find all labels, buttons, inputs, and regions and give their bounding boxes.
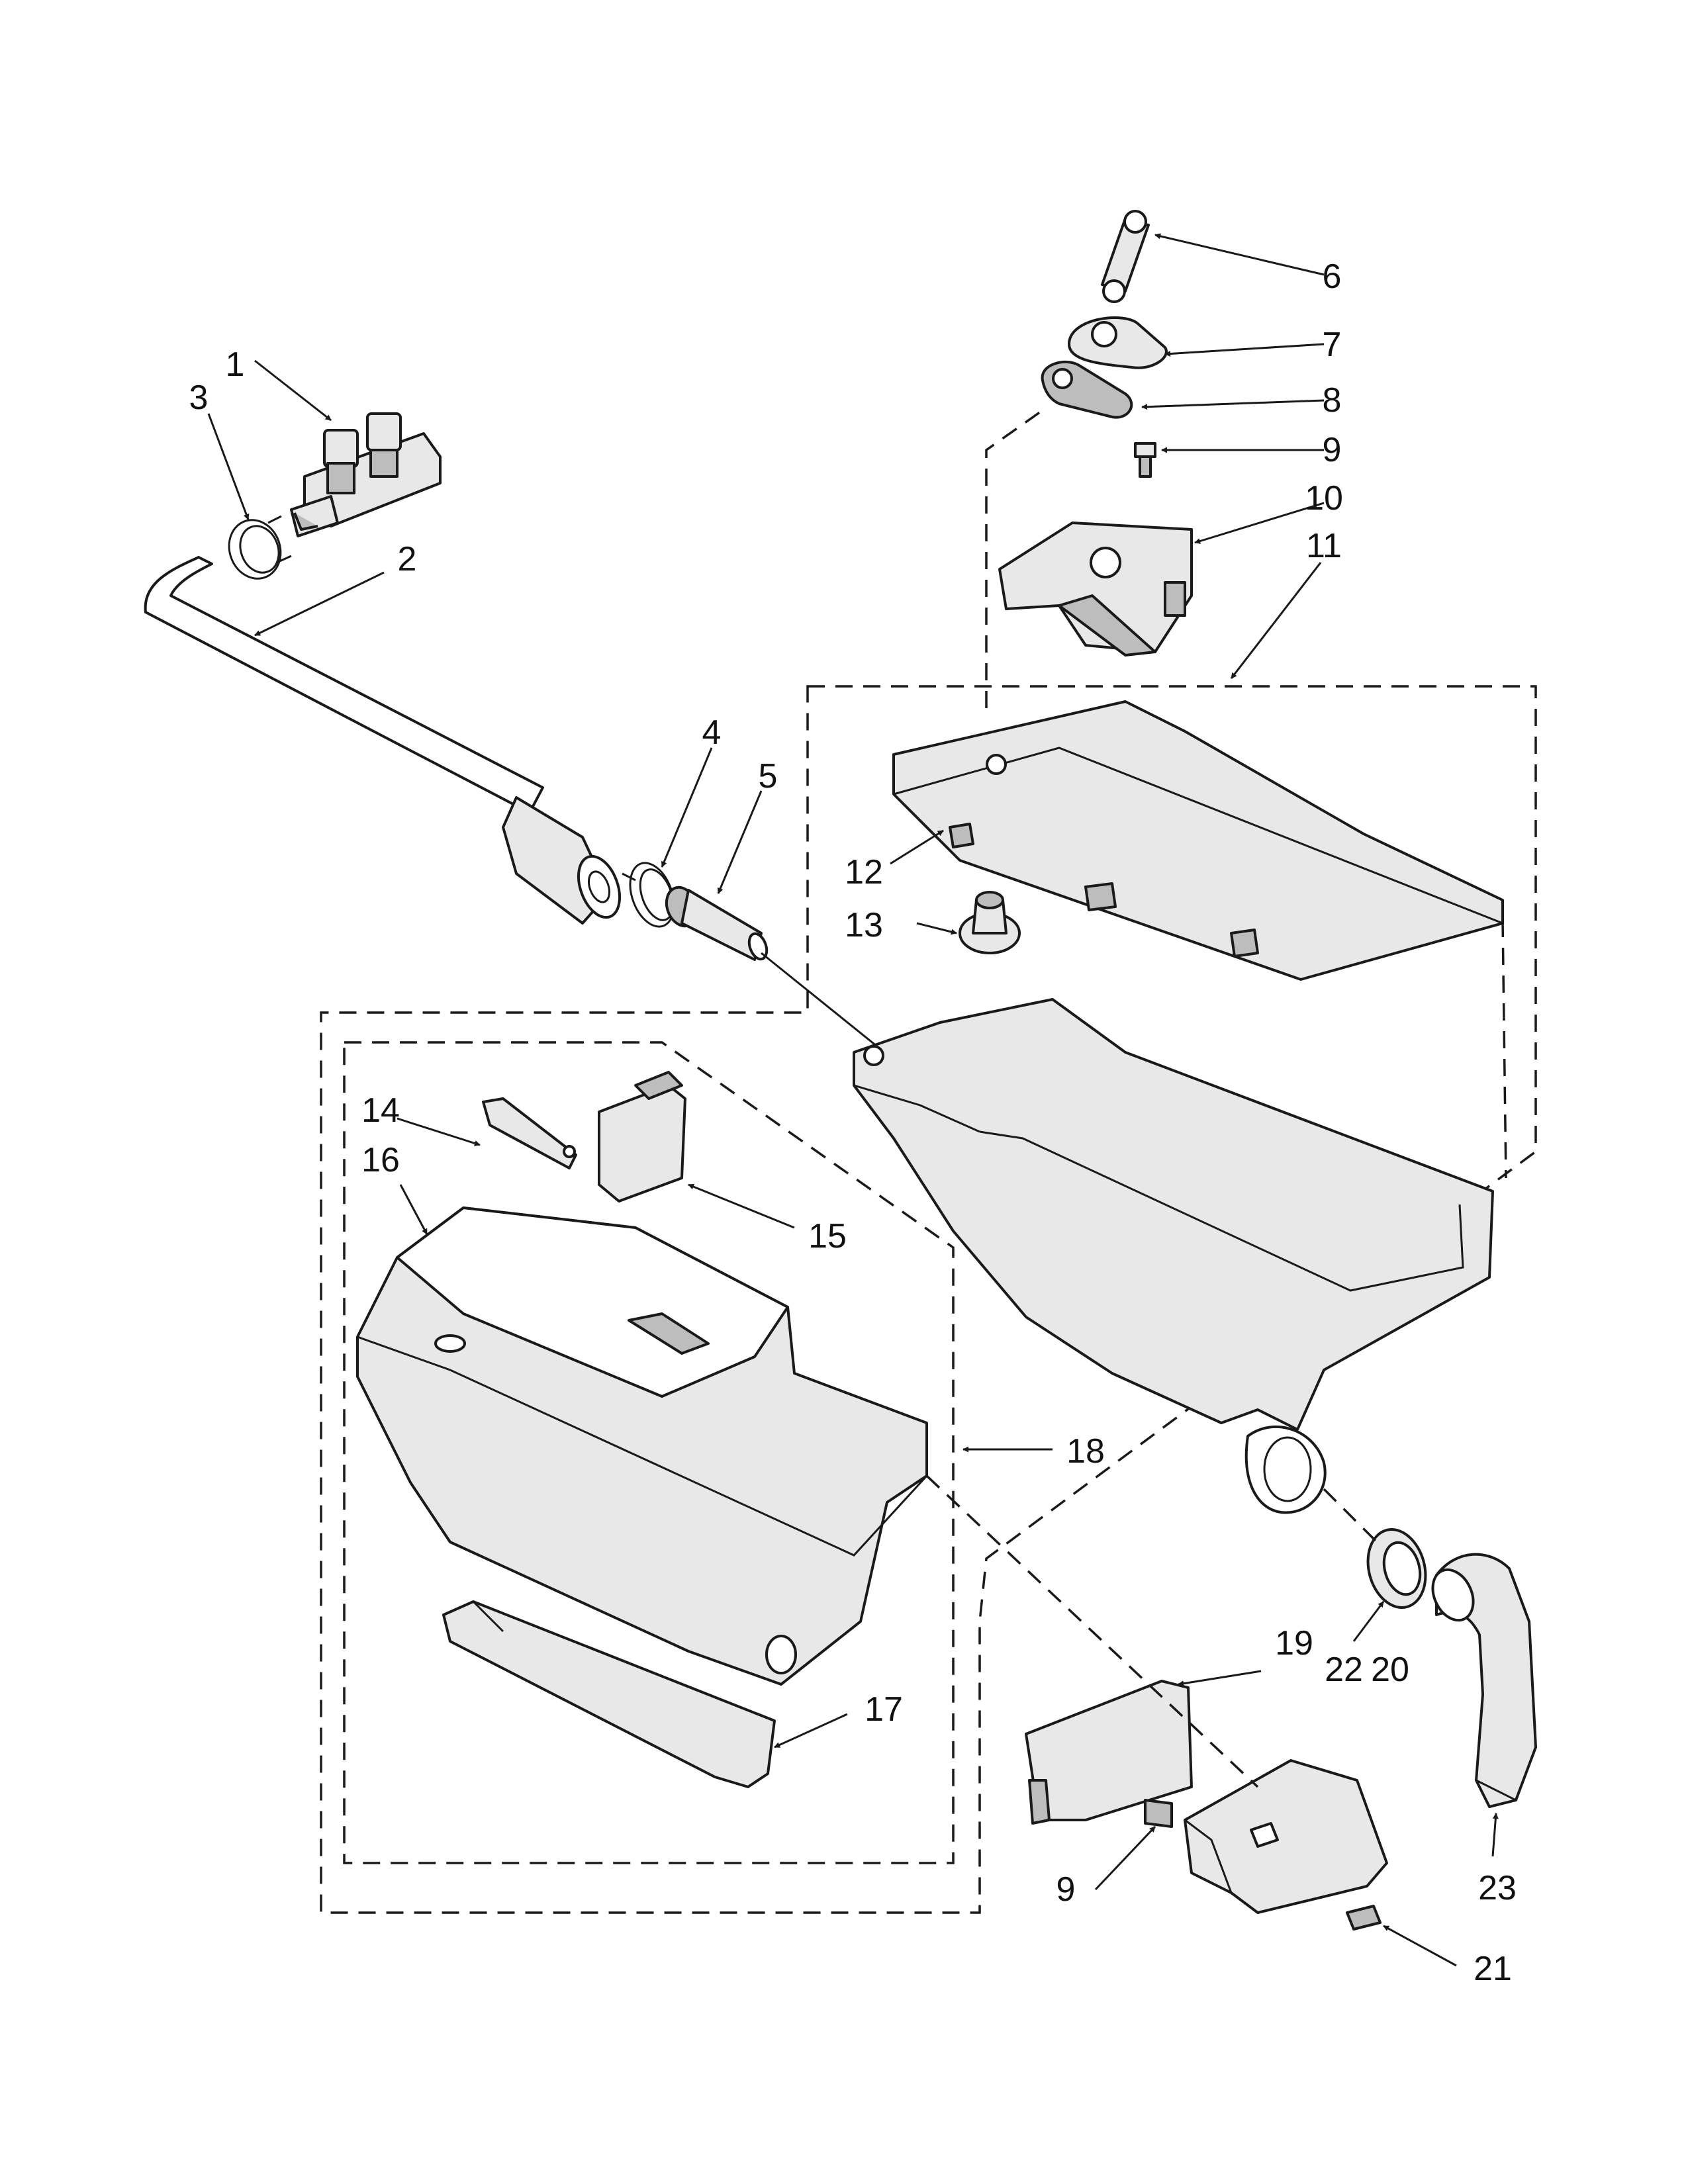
callout-23: 23: [1478, 1869, 1517, 1907]
siphon-cap-14: [482, 1097, 577, 1169]
assembly-11-boundary: [320, 685, 1537, 1914]
leader-lines: [207, 233, 1499, 1967]
callout-13: 13: [845, 906, 883, 944]
ring-22: [1366, 1528, 1427, 1609]
drain-hose-23: [1431, 1553, 1537, 1808]
callout-14: 14: [361, 1091, 400, 1130]
connector-gasket-lid: [985, 409, 1044, 708]
callout-4: 4: [702, 713, 722, 752]
connector-drawer-cover: [925, 1475, 1259, 1788]
callout-10: 10: [1305, 479, 1343, 518]
callout-15: 15: [808, 1217, 847, 1255]
hose-to-dispenser-line: [761, 952, 881, 1050]
callout-8: 8: [1323, 381, 1342, 420]
callout-6: 6: [1323, 257, 1342, 296]
hose-clamp-3: [228, 515, 292, 580]
cam-plate: [1068, 316, 1168, 369]
callout-17: 17: [865, 1690, 903, 1729]
callout-9-lower: 9: [1056, 1870, 1076, 1909]
connector-lid-housing: [1501, 919, 1507, 1179]
callout-19: 19: [1275, 1624, 1313, 1662]
detergent-drawer: [356, 1206, 928, 1686]
water-valve: [290, 412, 442, 537]
screw-9-top: [1134, 442, 1156, 478]
callout-20: 20: [1371, 1651, 1409, 1689]
dispenser-lid: [892, 700, 1504, 981]
callout-3: 3: [189, 379, 209, 417]
drawer-front-17: [442, 1600, 776, 1788]
callout-16: 16: [361, 1141, 400, 1179]
connector-housing-ring: [1323, 1488, 1378, 1543]
bracket-19: [1025, 1680, 1193, 1825]
fill-hose: [144, 556, 622, 925]
badge-21: [1346, 1905, 1382, 1931]
callout-7: 7: [1323, 326, 1342, 364]
gasket-plate: [1041, 360, 1133, 419]
screw-9-lower: [1144, 1799, 1173, 1828]
callout-2: 2: [398, 540, 417, 578]
actuator-motor: [998, 522, 1193, 657]
assembly-18-boundary: [343, 1041, 955, 1864]
callout-18: 18: [1066, 1432, 1105, 1471]
callout-11: 11: [1306, 527, 1342, 565]
inlet-elbow: [665, 886, 769, 961]
callout-1: 1: [226, 345, 245, 384]
actuator-arm: [1101, 210, 1150, 303]
callout-21: 21: [1474, 1950, 1512, 1988]
callout-9-top: 9: [1323, 431, 1342, 469]
callout-5: 5: [759, 757, 778, 796]
cap-13: [959, 891, 1021, 954]
bleach-cup-15: [598, 1071, 686, 1203]
front-cover-20: [1184, 1759, 1388, 1914]
dispenser-housing: [853, 998, 1494, 1514]
callout-12: 12: [845, 853, 883, 891]
callout-22: 22: [1325, 1651, 1363, 1689]
